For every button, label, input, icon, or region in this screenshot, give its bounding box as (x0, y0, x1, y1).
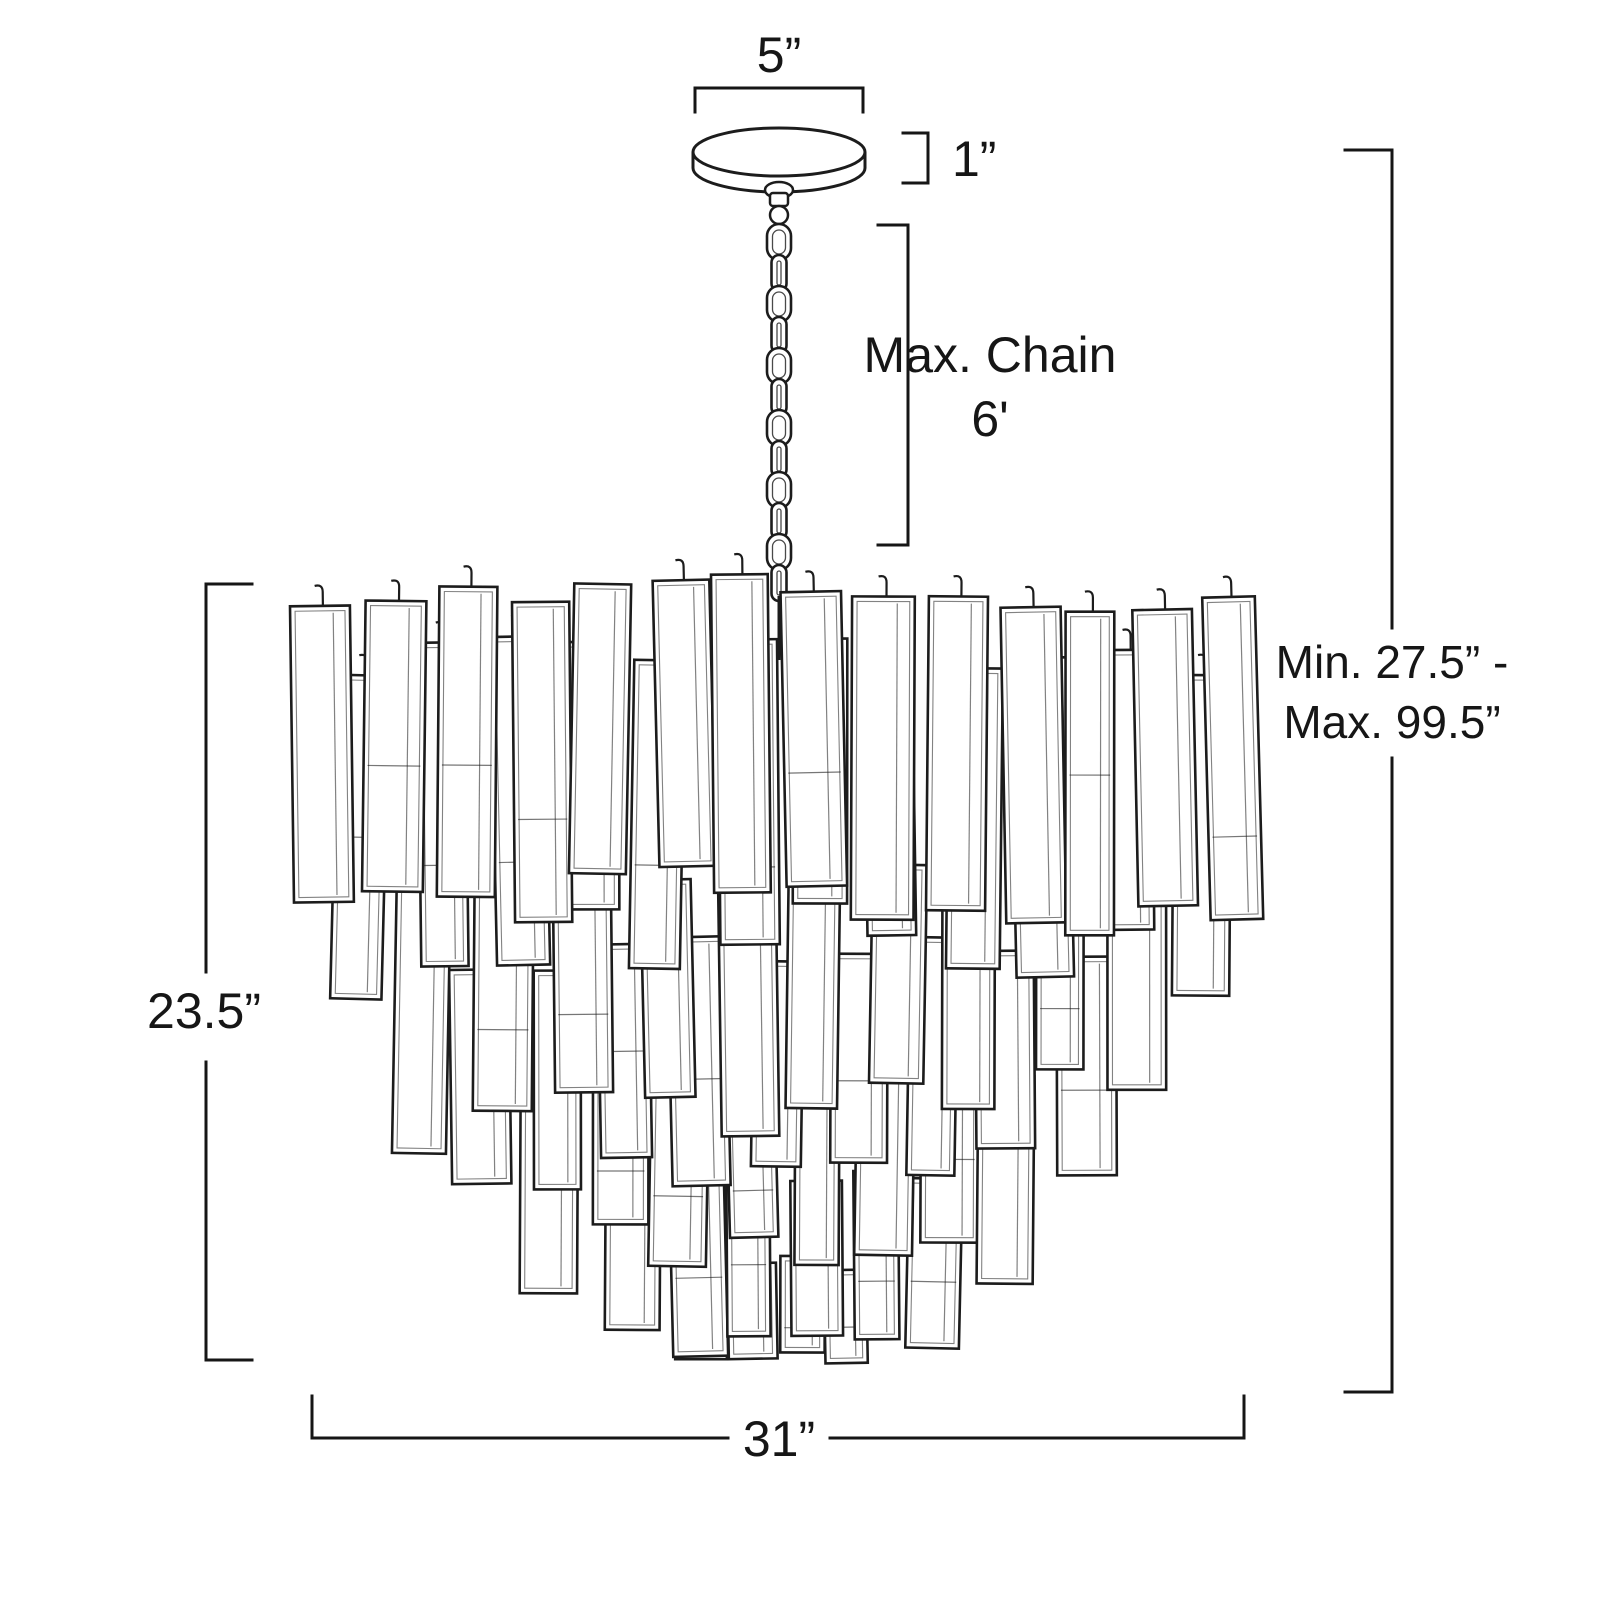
label-max-chain-2: 6' (971, 391, 1008, 447)
glass-strip (651, 558, 718, 869)
glass-strip (567, 582, 633, 876)
hanging-loop (768, 204, 790, 226)
glass-strip (1063, 590, 1116, 937)
canopy (691, 126, 867, 226)
glass-strip (360, 579, 428, 894)
glass-strip (709, 552, 773, 895)
strip-hook (733, 552, 744, 575)
strip-hook (953, 575, 963, 597)
label-height-min: Min. 27.5” - (1276, 636, 1509, 688)
label-body-height: 23.5” (147, 983, 261, 1039)
label-body-width: 31” (743, 1411, 815, 1467)
glass-strip (510, 600, 574, 924)
strip-hook (805, 570, 815, 592)
strip-hook (314, 584, 324, 606)
label-max-chain-1: Max. Chain (864, 327, 1117, 383)
label-canopy-height: 1” (952, 131, 996, 187)
glass-strip (999, 585, 1068, 925)
dim-overall-height: Min. 27.5” - Max. 99.5” (1276, 148, 1509, 1394)
dim-canopy-height: 1” (901, 131, 996, 187)
strip-hook (1024, 585, 1035, 608)
dim-canopy-width: 5” (693, 27, 865, 114)
glass-strip (288, 584, 356, 904)
glass-strip (779, 570, 849, 889)
strip-hook (1222, 575, 1233, 597)
label-height-max: Max. 99.5” (1283, 696, 1500, 748)
dim-max-chain: Max. Chain 6' (864, 223, 1117, 547)
glass-strip (435, 565, 499, 899)
strip-hook (1122, 628, 1132, 650)
dim-body-height: 23.5” (147, 582, 261, 1362)
glass-strip (924, 575, 990, 913)
glass-strip (1130, 588, 1200, 908)
strip-hook (463, 565, 473, 587)
chain (765, 222, 793, 603)
strip-hook (390, 579, 401, 601)
strip-hook (878, 575, 888, 597)
chandelier-body (288, 552, 1265, 1365)
strip-hook (1156, 588, 1167, 610)
strip-hook (675, 558, 685, 581)
glass-strip (849, 575, 917, 922)
label-canopy-width: 5” (757, 27, 801, 83)
dim-body-width: 31” (310, 1394, 1246, 1467)
glass-strip (1200, 575, 1265, 922)
strip-hook (1084, 590, 1095, 612)
